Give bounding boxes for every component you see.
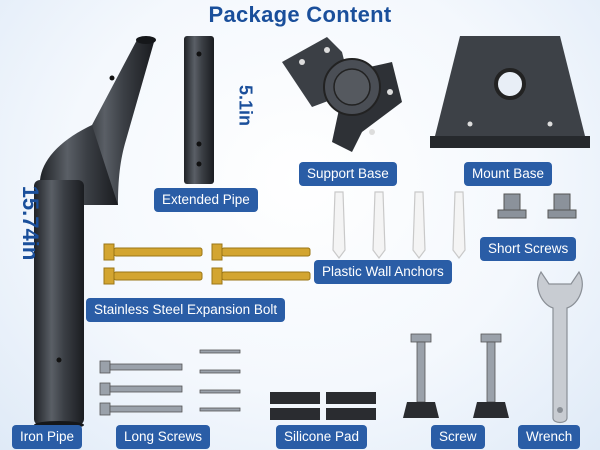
label-short-screws: Short Screws xyxy=(480,237,577,261)
label-iron-pipe: Iron Pipe xyxy=(12,425,83,449)
label-mount-base: Mount Base xyxy=(464,162,553,186)
page-title: Package Content xyxy=(208,2,392,27)
screw-image xyxy=(403,333,509,418)
label-expansion-bolt: Stainless Steel Expansion Bolt xyxy=(86,298,286,322)
extended-pipe-dimension: 5.1in xyxy=(235,84,256,127)
iron-pipe-image xyxy=(34,36,156,429)
label-extended-pipe: Extended Pipe xyxy=(154,188,258,212)
label-wrench: Wrench xyxy=(518,425,581,449)
iron-pipe-dimension: 15.74in xyxy=(18,185,43,261)
extended-pipe-image xyxy=(184,36,214,184)
long-screws-image xyxy=(99,349,241,416)
short-screws-image xyxy=(497,193,577,219)
expansion-bolts-image xyxy=(103,243,311,285)
support-base-image xyxy=(282,37,402,152)
wrench-image xyxy=(537,270,583,424)
silicone-pad-image xyxy=(270,392,376,420)
mount-base-image xyxy=(430,36,590,148)
label-silicone-pad: Silicone Pad xyxy=(276,425,368,449)
plastic-wall-anchors-image xyxy=(332,191,466,259)
label-support-base: Support Base xyxy=(299,162,397,186)
label-screw: Screw xyxy=(431,425,485,449)
label-plastic-wall-anchors: Plastic Wall Anchors xyxy=(314,260,452,284)
label-long-screws: Long Screws xyxy=(116,425,211,449)
